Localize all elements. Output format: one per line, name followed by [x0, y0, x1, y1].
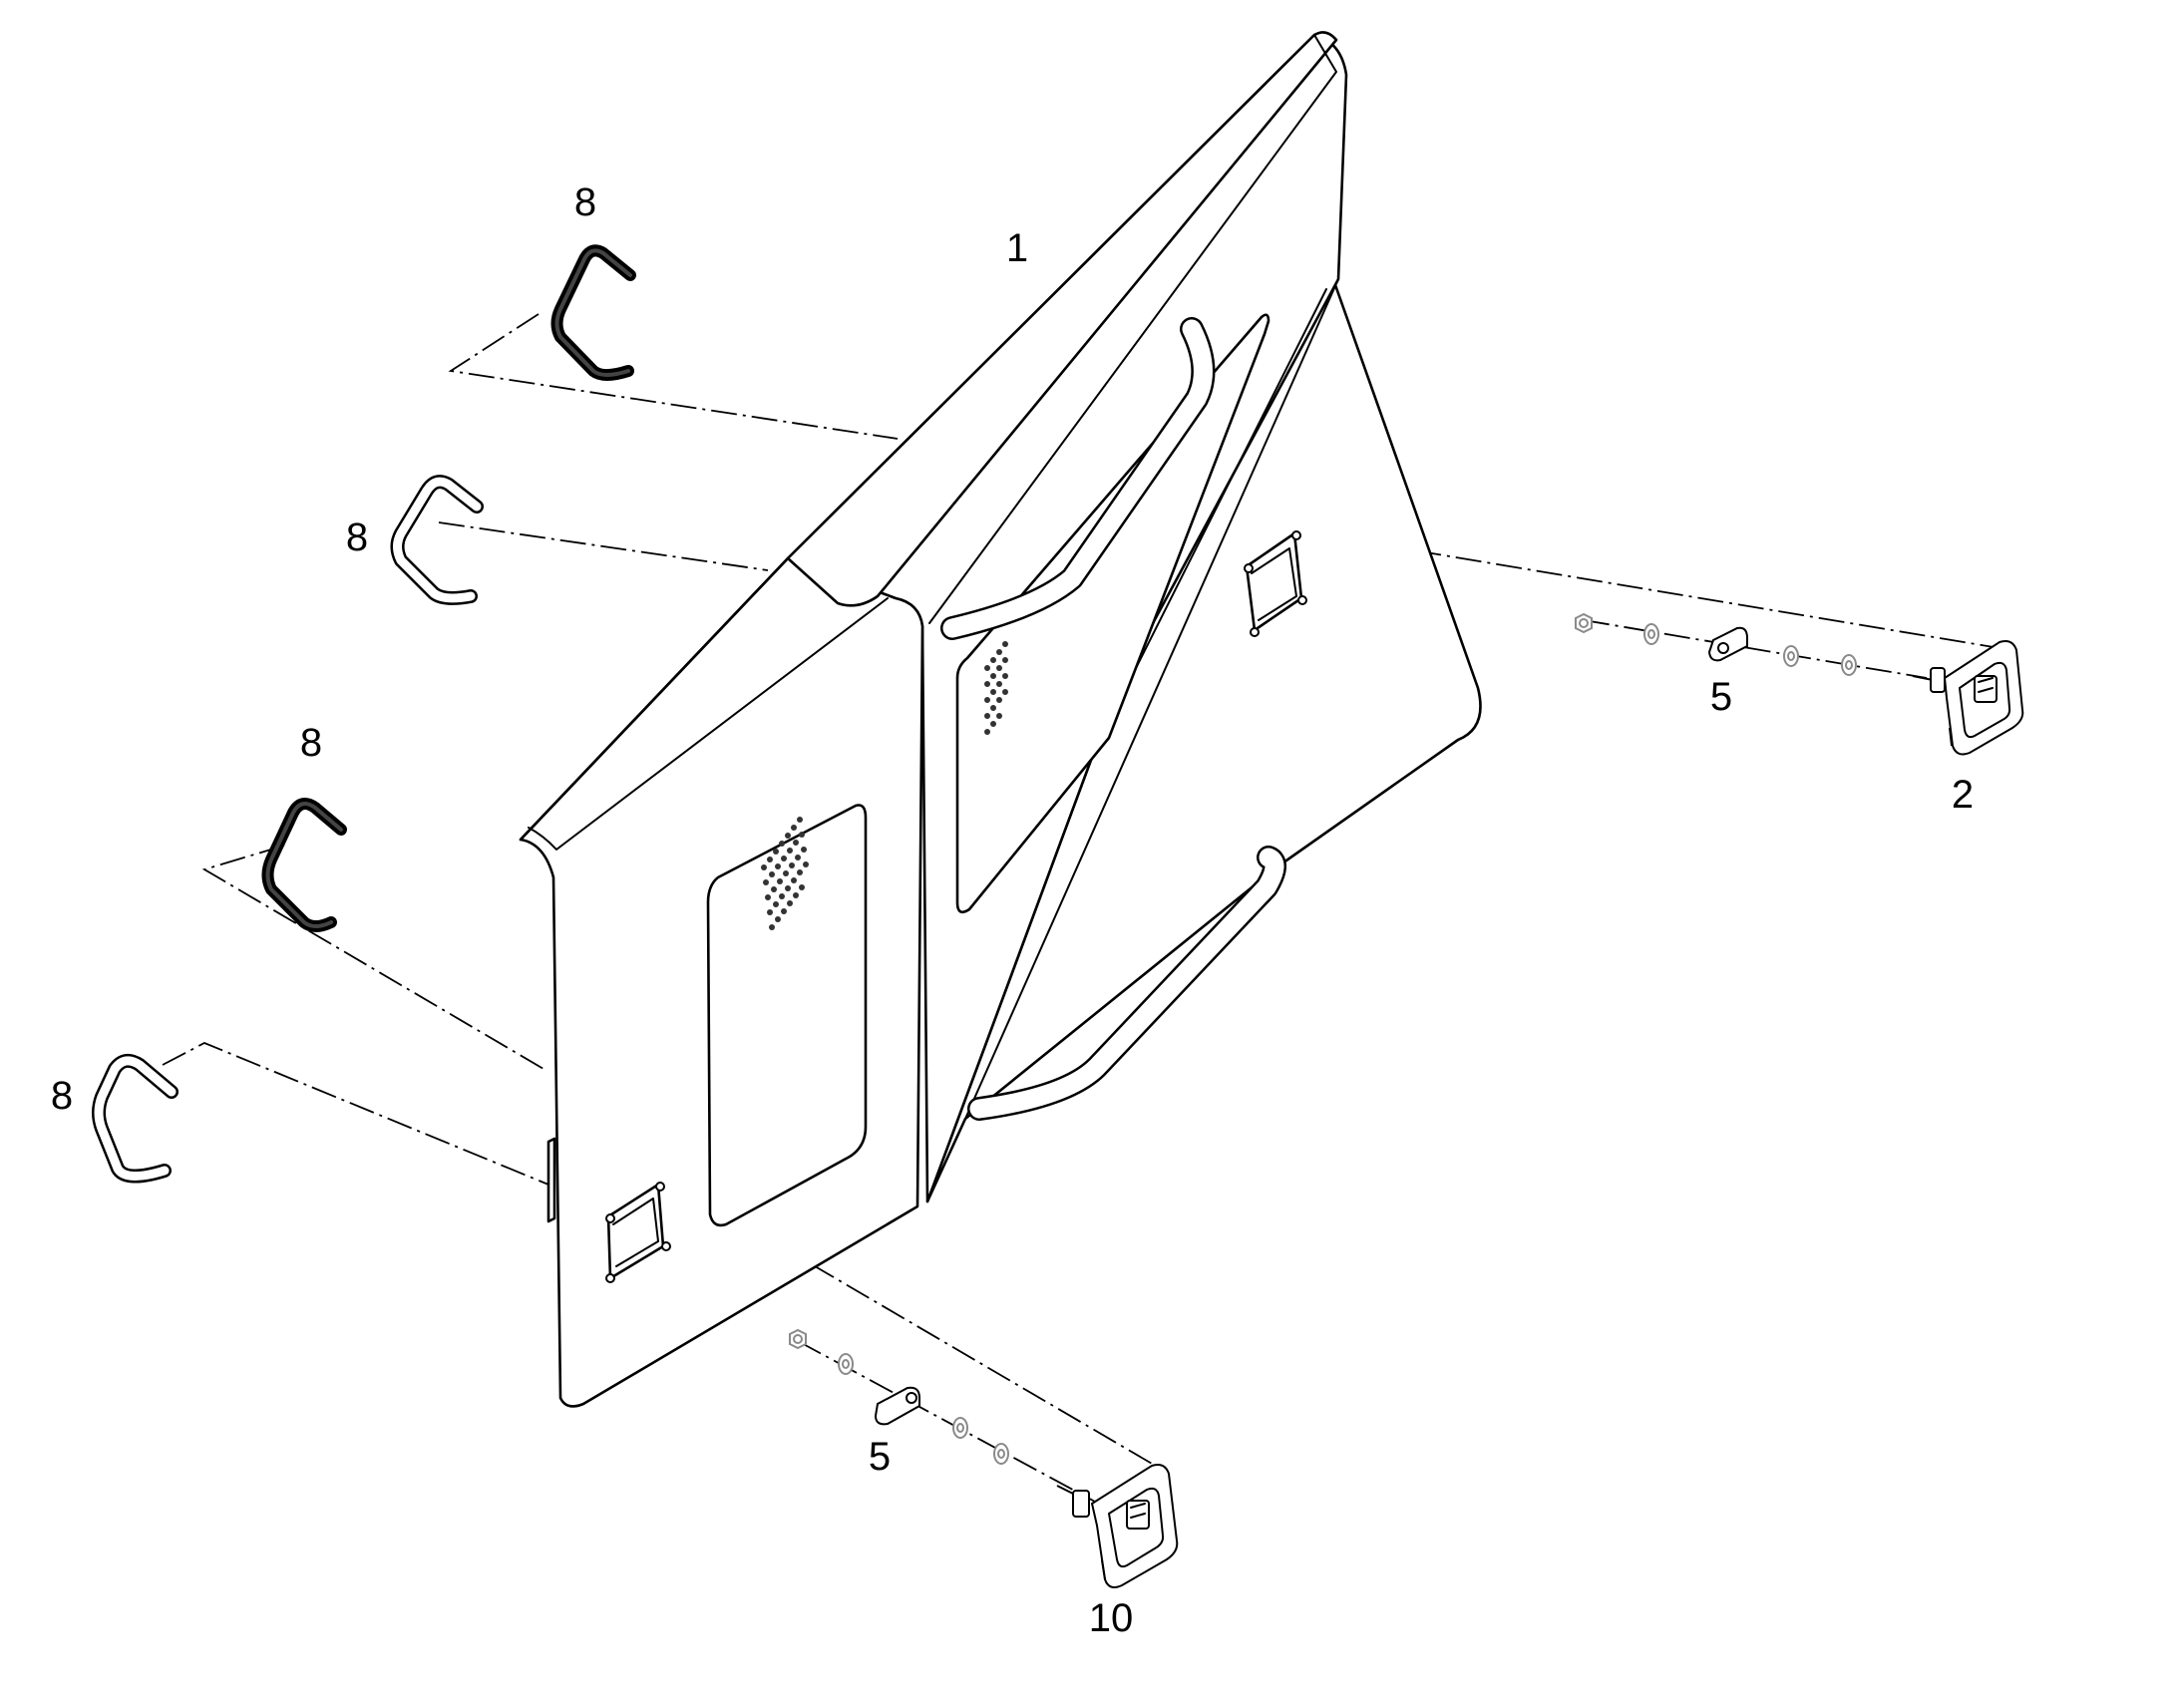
front-perforation [761, 817, 809, 930]
latch-bottom [1056, 1464, 1179, 1588]
callout-cam-bottom: 5 [869, 1435, 891, 1479]
fold-line [964, 278, 1339, 1120]
callout-cam-right: 5 [1710, 675, 1732, 719]
latch-right [1912, 640, 2024, 756]
nut-bottom-1 [789, 1328, 807, 1350]
top-ridge [519, 31, 1338, 842]
lower-handle [967, 846, 1286, 1121]
clip-4 [92, 1053, 179, 1184]
leader-clip-4 [162, 1042, 549, 1186]
clip-1 [550, 244, 636, 381]
callout-panel: 1 [1006, 226, 1028, 270]
middle-perforation [984, 641, 1008, 735]
ridge-edge-line [528, 597, 889, 851]
leader-clip-2 [438, 521, 769, 571]
right-panel-edge [1120, 288, 1327, 699]
cover-panel [519, 31, 1482, 1408]
washer-bottom-1 [838, 1353, 854, 1375]
clip-2 [390, 475, 484, 605]
callout-clip-3: 8 [300, 721, 322, 765]
leader-latch-right [1293, 529, 2000, 649]
cam-bottom [874, 1386, 920, 1426]
left-edge-tab [546, 1137, 556, 1223]
leader-clip-1 [448, 313, 899, 440]
upper-handle [940, 317, 1216, 640]
leader-hardware-right [1583, 619, 1928, 679]
cam-right [1707, 626, 1748, 662]
right-hardware-stack [1575, 612, 2024, 756]
washer-right-1 [1643, 623, 1659, 645]
leader-clip-3 [201, 845, 545, 1070]
washer-bottom-2 [952, 1417, 968, 1439]
callout-latch-right: 2 [1952, 773, 1974, 817]
front-vent-window [706, 804, 868, 1227]
callout-latch-bottom: 10 [1089, 1596, 1134, 1640]
washer-bottom-3 [993, 1443, 1009, 1465]
callout-clip-1: 8 [574, 180, 596, 224]
clip-3 [261, 798, 347, 932]
callout-labels: 1 8 8 8 8 5 2 5 10 [51, 180, 1974, 1640]
washer-right-2 [1783, 645, 1799, 667]
side-latch-cutout [1244, 530, 1307, 637]
nut-right-1 [1575, 612, 1593, 634]
ridge-edge-line-2 [928, 34, 1337, 624]
right-wing-panel [925, 280, 1482, 1203]
callout-clip-2: 8 [346, 515, 368, 559]
middle-vent-window [955, 313, 1271, 914]
callout-clip-4: 8 [51, 1074, 73, 1118]
front-latch-cutout [605, 1182, 671, 1283]
bottom-hardware-stack [789, 1328, 1179, 1588]
washer-right-3 [1841, 654, 1857, 676]
